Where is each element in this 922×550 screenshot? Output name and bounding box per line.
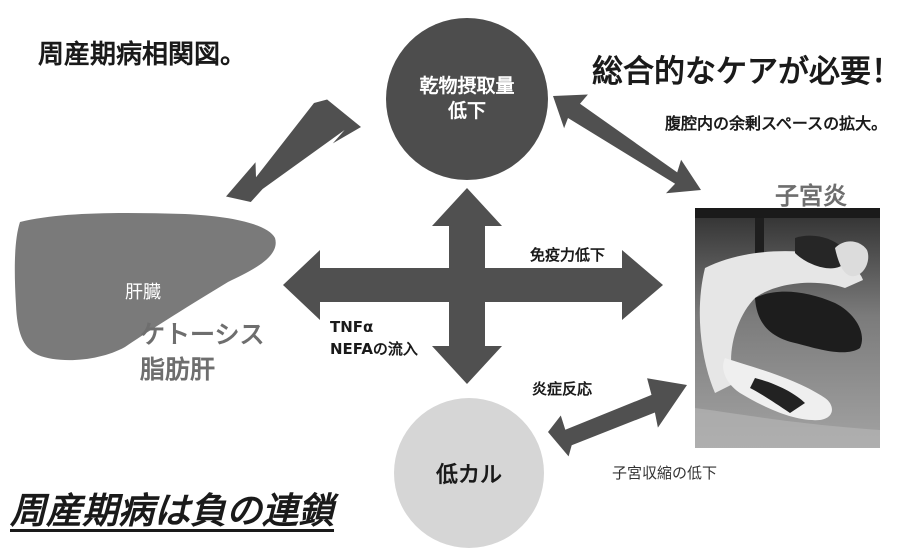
cow-lying-down-photo-icon bbox=[695, 208, 880, 448]
headline: 総合的なケアが必要！ bbox=[592, 54, 902, 90]
nefa-annotation: NEFAの流入 bbox=[330, 340, 418, 358]
arrow-uterus-hypocalcemia bbox=[548, 378, 687, 457]
intake-line-2: 低下 bbox=[447, 100, 486, 122]
arrow-intake-hypocalcemia bbox=[432, 188, 502, 384]
page-title: 周産期病相関図。 bbox=[38, 40, 247, 70]
hypocalcemia-label: 低カル bbox=[435, 463, 502, 488]
arrow-intake-uterus bbox=[553, 94, 701, 194]
intake-reduction-node: 乾物摂取量 低下 bbox=[386, 18, 548, 180]
arrow-liver-intake bbox=[226, 99, 361, 202]
inflammation-annotation: 炎症反応 bbox=[532, 380, 593, 398]
cow-photo bbox=[695, 208, 880, 448]
liver-icon bbox=[14, 212, 276, 361]
abdominal-space-annotation: 腹腔内の余剰スペースの拡大。 bbox=[665, 114, 888, 133]
liver-label: 肝臓 bbox=[125, 282, 161, 303]
intake-line-1: 乾物摂取量 bbox=[419, 75, 515, 97]
hypocalcemia-node: 低カル bbox=[394, 398, 544, 548]
footer-title: 周産期病は負の連鎖 bbox=[10, 491, 335, 532]
liver-condition-line-2: 脂肪肝 bbox=[140, 355, 216, 384]
tnf-annotation: TNFα bbox=[330, 318, 374, 336]
uterine-contraction-annotation: 子宮収縮の低下 bbox=[612, 464, 718, 482]
immunity-annotation: 免疫力低下 bbox=[530, 246, 606, 264]
liver-condition-line-1: ケトーシス bbox=[140, 320, 265, 349]
uterus-label: 子宮炎 bbox=[775, 182, 847, 210]
